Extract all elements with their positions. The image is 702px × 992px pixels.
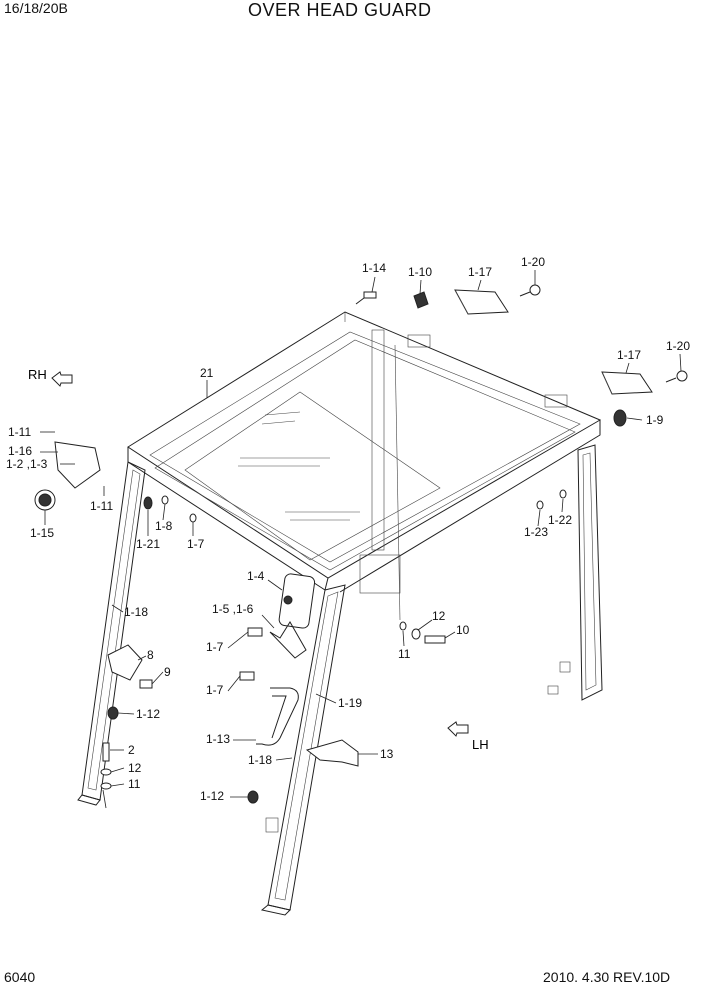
callout-2: 2 [128,743,135,757]
callout-1-13: 1-13 [206,732,230,746]
callout-1-18b: 1-18 [248,753,272,767]
callout-1-9: 1-9 [646,413,664,427]
rh-label: RH [28,367,47,382]
callout-1-7a: 1-7 [187,537,205,551]
callout-1-18a: 1-18 [124,605,148,619]
callout-1-20a: 1-20 [521,255,545,269]
callout-21: 21 [200,366,214,380]
callout-1-2-1-3: 1-2 ,1-3 [6,457,48,471]
callout-1-17a: 1-17 [468,265,492,279]
callout-1-12b: 1-12 [200,789,224,803]
leader-lines [40,270,682,809]
lh-label: LH [472,737,489,752]
callout-1-7c: 1-7 [206,683,224,697]
callout-1-12a: 1-12 [136,707,160,721]
callout-1-8: 1-8 [155,519,173,533]
callout-10: 10 [456,623,470,637]
callout-1-4: 1-4 [247,569,265,583]
callout-1-19: 1-19 [338,696,362,710]
callout-9: 9 [164,665,171,679]
front-left-pillar [77,461,146,806]
callout-1-23: 1-23 [524,525,548,539]
front-right-pillar [260,584,346,916]
roof-frame [127,311,602,621]
callout-1-14: 1-14 [362,261,386,275]
callout-1-11a: 1-11 [8,425,31,439]
callout-11b: 11 [128,777,141,791]
callout-13: 13 [380,747,394,761]
callout-11a: 11 [398,647,411,661]
callout-12b: 12 [128,761,142,775]
rear-right-pillar [547,444,603,701]
callout-1-7b: 1-7 [206,640,224,654]
callout-1-15: 1-15 [30,526,54,540]
callout-1-16: 1-16 [8,444,32,458]
callout-1-10: 1-10 [408,265,432,279]
rh-arrow-icon [51,371,73,387]
callout-1-22: 1-22 [548,513,572,527]
page-number: 6040 [4,969,36,985]
callout-12a: 12 [432,609,446,623]
callout-1-5-1-6: 1-5 ,1-6 [212,602,254,616]
direction-arrows [51,371,469,737]
lh-arrow-icon [447,721,469,737]
callout-1-11b: 1-11 [90,499,113,513]
callout-1-21: 1-21 [136,537,160,551]
callout-1-17b: 1-17 [617,348,641,362]
page-title: OVER HEAD GUARD [248,0,432,20]
revision-date: 2010. 4.30 REV.10D [543,969,671,985]
small-parts [34,284,688,804]
model-code: 16/18/20B [4,0,68,16]
callout-1-20b: 1-20 [666,339,690,353]
callout-8: 8 [147,648,154,662]
